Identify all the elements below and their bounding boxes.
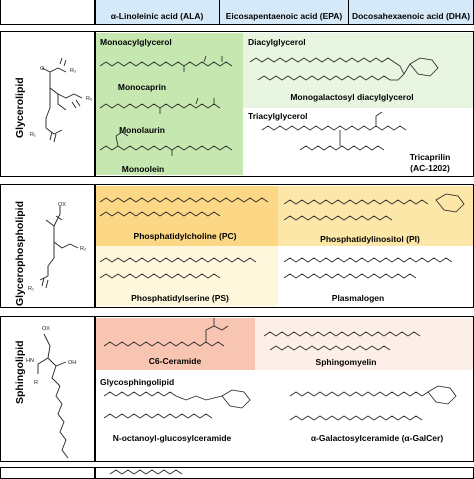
atom-r-sl: R xyxy=(34,380,38,386)
glycerolipid-backbone-structure xyxy=(41,57,83,143)
mgdg-structure xyxy=(249,57,395,63)
label-ps: Phosphatidylserine (PS) xyxy=(131,293,229,303)
plasmalogen-structure xyxy=(283,257,453,263)
tricaprilin-structure xyxy=(261,125,407,131)
label-monoolein: Monoolein xyxy=(121,164,165,174)
divider-fatty-1 xyxy=(219,0,220,25)
label-plasmalogen: Plasmalogen xyxy=(331,293,385,303)
pi-panel xyxy=(278,186,474,246)
atom-ox-sl: OX xyxy=(42,326,50,332)
header-glycosphingolipid: Glycosphingolipid xyxy=(100,377,175,387)
label-ala: α-Linoleinic acid (ALA) xyxy=(110,11,204,21)
atom-r2-gp: R₂ xyxy=(80,246,86,252)
label-dha: Docosahexaenoic acid (DHA) xyxy=(351,11,471,21)
sphingolipid-backbone-structure xyxy=(37,333,69,459)
divider-fatty-2 xyxy=(348,0,349,25)
column-divider-glycerophospholipid xyxy=(94,184,96,308)
label-epa: Eicosapentaenoic acid (EPA) xyxy=(225,11,343,21)
atom-oh-sl: OH xyxy=(68,360,76,366)
atom-ox: OX xyxy=(58,202,66,208)
label-pc: Phosphatidylcholine (PC) xyxy=(133,231,237,241)
label-tricaprilin: Tricaprilin xyxy=(409,152,451,162)
monoacylglycerol-panel xyxy=(95,33,243,175)
glucosylceramide-structure xyxy=(103,391,177,397)
atom-r1: R₁ xyxy=(30,132,36,138)
atom-o: O xyxy=(40,66,45,72)
glycerophospholipid-backbone-structure xyxy=(39,206,79,289)
label-monocaprin: Monocaprin xyxy=(117,82,167,92)
ps-structure xyxy=(99,257,257,263)
monocaprin-structure xyxy=(99,61,233,67)
header-triacylglycerol: Triacylglycerol xyxy=(248,111,308,121)
column-divider-glycerolipid xyxy=(94,31,96,177)
ceramide-panel xyxy=(95,318,255,370)
atom-r3: R₃ xyxy=(70,68,76,74)
label-mgdg: Monogalactosyl diacylglycerol xyxy=(290,92,414,102)
alpha-galcer-structure xyxy=(289,391,423,397)
label-alpha-galcer: α-Galactosylceramide (α-GalCer) xyxy=(310,433,444,443)
sphingomyelin-panel xyxy=(255,318,474,370)
pc-panel xyxy=(95,186,278,246)
fatty-acid-row-bg xyxy=(95,0,474,25)
atom-r2: R₂ xyxy=(86,96,92,102)
atom-hn-sl: HN xyxy=(26,358,34,364)
column-divider-next xyxy=(94,467,96,479)
c6-ceramide-structure xyxy=(103,341,225,347)
label-sphingomyelin: Sphingomyelin xyxy=(315,357,377,367)
monoolein-structure xyxy=(99,145,233,151)
pc-structure xyxy=(99,197,269,203)
atom-r1-gp: R₁ xyxy=(28,286,34,292)
next-row-structure xyxy=(109,469,183,475)
pi-structure xyxy=(283,199,429,205)
label-pi: Phosphatidylinositol (PI) xyxy=(320,234,420,244)
triacylglycerol-panel xyxy=(243,108,474,175)
label-ac1202: (AC-1202) xyxy=(410,163,450,173)
monolaurin-structure xyxy=(99,103,221,109)
label-n-octanoyl-glucosylceramide: N-octanoyl-glucosylceramide xyxy=(112,433,232,443)
column-divider-sphingolipid xyxy=(94,316,96,462)
header-monoacylglycerol: Monoacylglycerol xyxy=(100,37,172,47)
column-divider-fatty xyxy=(94,0,96,25)
label-monolaurin: Monolaurin xyxy=(119,125,165,135)
sphingomyelin-structure xyxy=(263,331,421,337)
label-c6-ceramide: C6-Ceramide xyxy=(148,356,202,366)
header-diacylglycerol: Diacylglycerol xyxy=(248,37,306,47)
